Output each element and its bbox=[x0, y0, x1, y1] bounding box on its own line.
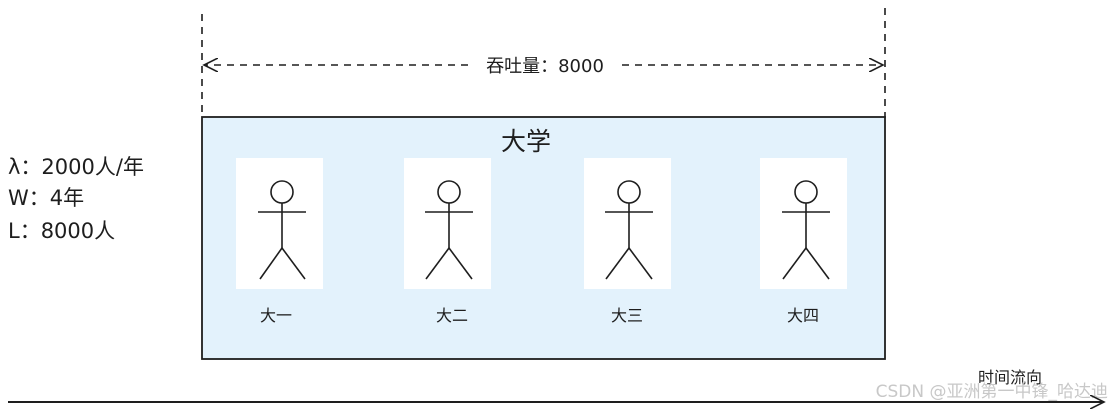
student-label: 大二 bbox=[436, 306, 468, 325]
stick-figure-icon bbox=[425, 180, 473, 280]
student-card bbox=[760, 158, 847, 289]
student-label: 大三 bbox=[611, 306, 643, 325]
student-label: 大四 bbox=[787, 306, 819, 325]
university-title: 大学 bbox=[501, 127, 551, 156]
student-4: 大四 bbox=[760, 158, 847, 325]
stick-figure-icon bbox=[605, 180, 653, 280]
throughput-label: 吞吐量：8000 bbox=[486, 56, 604, 77]
student-2: 大二 bbox=[404, 158, 491, 325]
param-w: W：4年 bbox=[8, 186, 84, 210]
param-l: L：8000人 bbox=[8, 219, 115, 243]
student-card bbox=[404, 158, 491, 289]
student-3: 大三 bbox=[584, 158, 671, 325]
student-card bbox=[584, 158, 671, 289]
time-flow-label: 时间流向 bbox=[978, 368, 1042, 387]
student-1: 大一 bbox=[236, 158, 323, 325]
param-lambda: λ：2000人/年 bbox=[8, 155, 144, 179]
student-label: 大一 bbox=[260, 306, 292, 325]
stick-figure-icon bbox=[782, 180, 830, 280]
student-card bbox=[236, 158, 323, 289]
stick-figure-icon bbox=[258, 180, 306, 280]
watermark: CSDN @亚洲第一中锋_哈达迪 bbox=[876, 382, 1108, 402]
